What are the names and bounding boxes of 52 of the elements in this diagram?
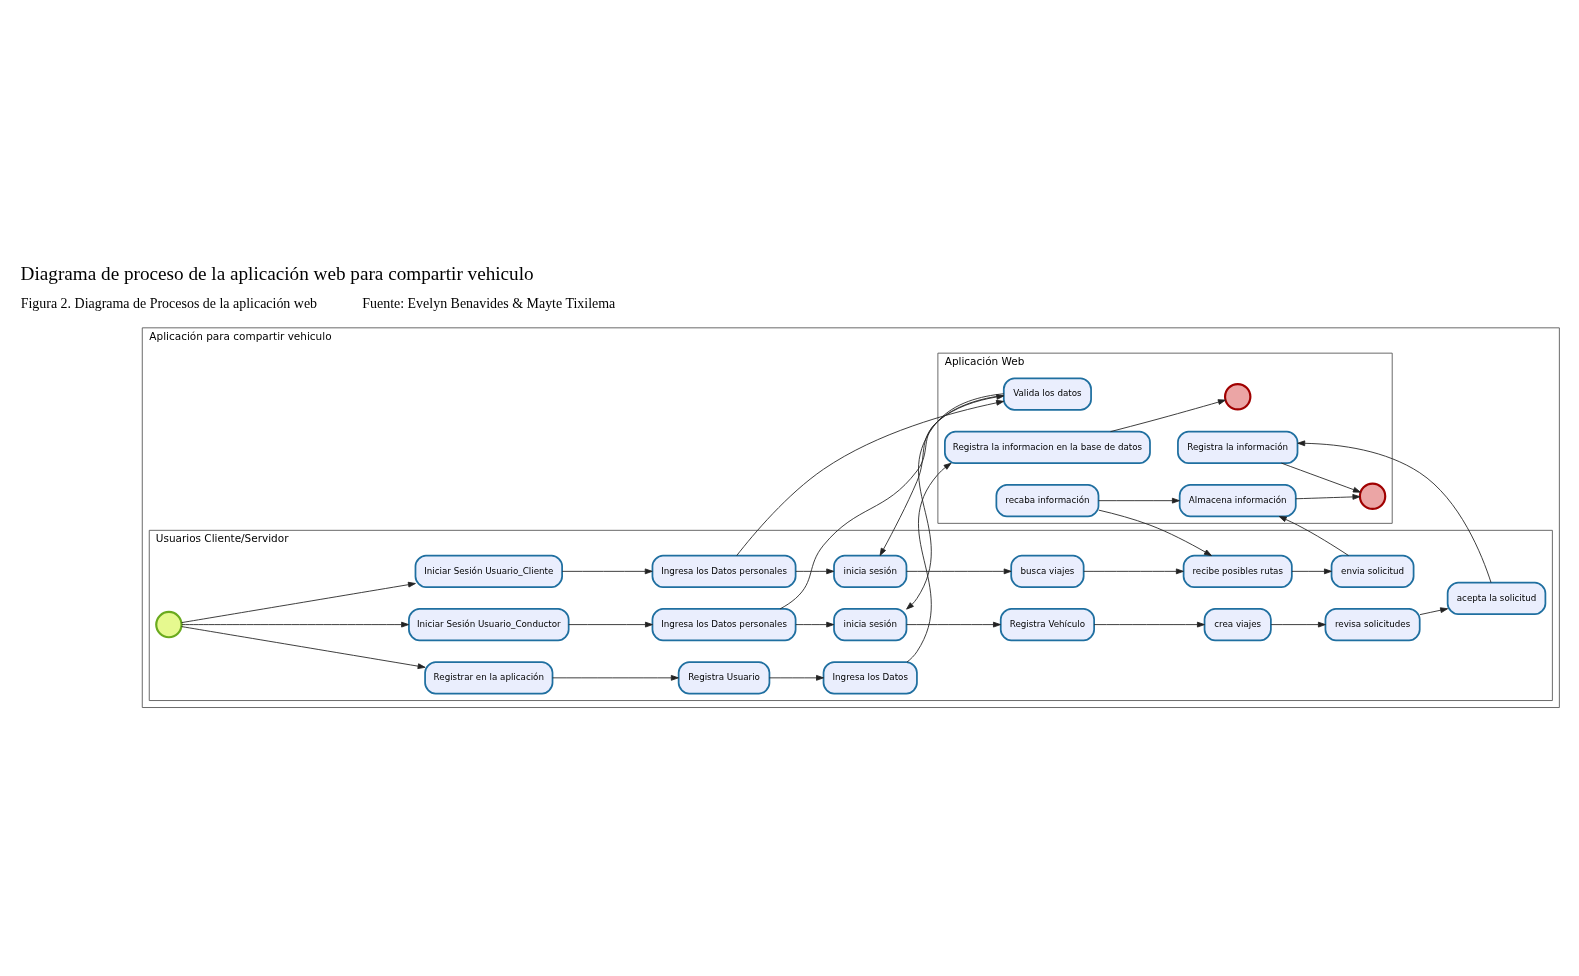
node-box: Iniciar Sesión Usuario_Conductor <box>408 608 570 642</box>
node-box: Iniciar Sesión Usuario_Cliente <box>414 554 563 588</box>
node-box: crea viajes <box>1203 608 1272 642</box>
arrow <box>181 621 409 628</box>
node-circle <box>1358 482 1387 511</box>
arrow <box>736 399 1004 557</box>
arrow <box>1098 497 1180 504</box>
arrow <box>1419 607 1449 616</box>
node-box: revisa solicitudes <box>1324 608 1421 642</box>
arrow <box>1110 399 1226 433</box>
arrow <box>568 621 653 628</box>
node-box: inicia sesión <box>833 554 908 588</box>
node-box: Ingresa los Datos <box>822 661 918 695</box>
diagram-title: Diagrama de proceso de la aplicación web para compartir vehiculo <box>20 263 534 285</box>
arrow <box>1270 621 1326 628</box>
arrow <box>1278 516 1349 556</box>
node-box: recibe posibles rutas <box>1182 554 1293 588</box>
arrow <box>1093 621 1205 628</box>
label: Fuente: Evelyn Benavides & Mayte Tixilema <box>362 296 616 312</box>
node-box: Registra Usuario <box>677 661 771 695</box>
arrow <box>906 621 1001 628</box>
node-box: Registra la informacion en la base de datos <box>944 430 1151 464</box>
node-box: Ingresa los Datos personales <box>651 554 797 588</box>
arrow <box>1291 568 1332 575</box>
node-box: Almacena información <box>1178 484 1297 518</box>
arrow <box>1083 568 1184 575</box>
arrow <box>181 626 426 670</box>
node-box: Valida los datos <box>1002 377 1092 411</box>
arrow <box>906 462 952 663</box>
arrow <box>795 621 835 628</box>
node-box: envia solicitud <box>1330 554 1415 588</box>
arrow <box>795 568 835 575</box>
arrow <box>1297 440 1492 583</box>
arrow <box>769 674 824 681</box>
node-box: Ingresa los Datos personales <box>651 608 797 642</box>
arrow <box>1281 462 1361 493</box>
node-box: acepta la solicitud <box>1446 581 1547 615</box>
node-box: busca viajes <box>1010 554 1085 588</box>
arrow <box>906 568 1012 575</box>
caption: Figura 2. Diagrama de Procesos de la aplicación web <box>20 296 318 312</box>
arrow <box>561 568 653 575</box>
node-box: recaba información <box>995 484 1100 518</box>
node-circle <box>1223 383 1252 411</box>
node-box: Registra Vehículo <box>999 608 1095 642</box>
node-box: Registra la información <box>1177 430 1299 464</box>
node-circle <box>155 610 183 639</box>
arrow <box>181 581 416 624</box>
arrow <box>552 674 679 681</box>
node-box: inicia sesión <box>833 608 908 642</box>
arrow <box>1098 509 1212 557</box>
node-box: Registrar en la aplicación <box>424 661 554 695</box>
arrow <box>1295 494 1361 500</box>
